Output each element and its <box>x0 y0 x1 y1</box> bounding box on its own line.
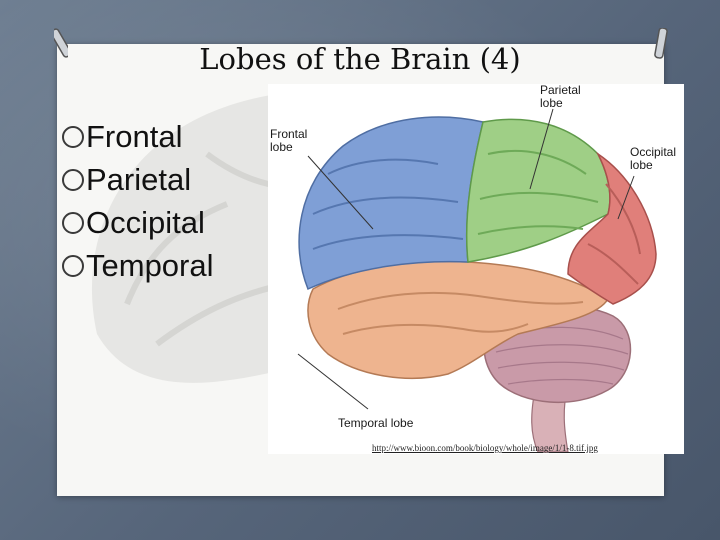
list-item: Occipital <box>62 201 214 244</box>
circle-bullet-icon <box>62 255 84 277</box>
list-item-label: Frontal <box>86 119 182 154</box>
list-item: Frontal <box>62 115 214 158</box>
image-source-link[interactable]: http://www.bioon.com/book/biology/whole/… <box>372 443 598 453</box>
temporal-lobe-label: Temporal lobe <box>338 417 413 430</box>
circle-bullet-icon <box>62 212 84 234</box>
list-item: Parietal <box>62 158 214 201</box>
occipital-lobe-label: Occipital lobe <box>630 146 676 172</box>
pin-left-icon <box>54 28 68 68</box>
list-item: Temporal <box>62 244 214 287</box>
list-item-label: Temporal <box>86 248 214 283</box>
slide-title: Lobes of the Brain (4) <box>160 42 560 76</box>
list-item-label: Occipital <box>86 205 205 240</box>
lobe-list: Frontal Parietal Occipital Temporal <box>62 115 214 287</box>
circle-bullet-icon <box>62 126 84 148</box>
parietal-lobe-label: Parietal lobe <box>540 84 581 110</box>
brain-illustration <box>268 84 684 454</box>
frontal-lobe-label: Frontal lobe <box>270 128 307 154</box>
list-item-label: Parietal <box>86 162 191 197</box>
brain-diagram: Frontal lobe Parietal lobe Occipital lob… <box>268 84 684 454</box>
circle-bullet-icon <box>62 169 84 191</box>
pin-right-icon <box>654 28 668 68</box>
